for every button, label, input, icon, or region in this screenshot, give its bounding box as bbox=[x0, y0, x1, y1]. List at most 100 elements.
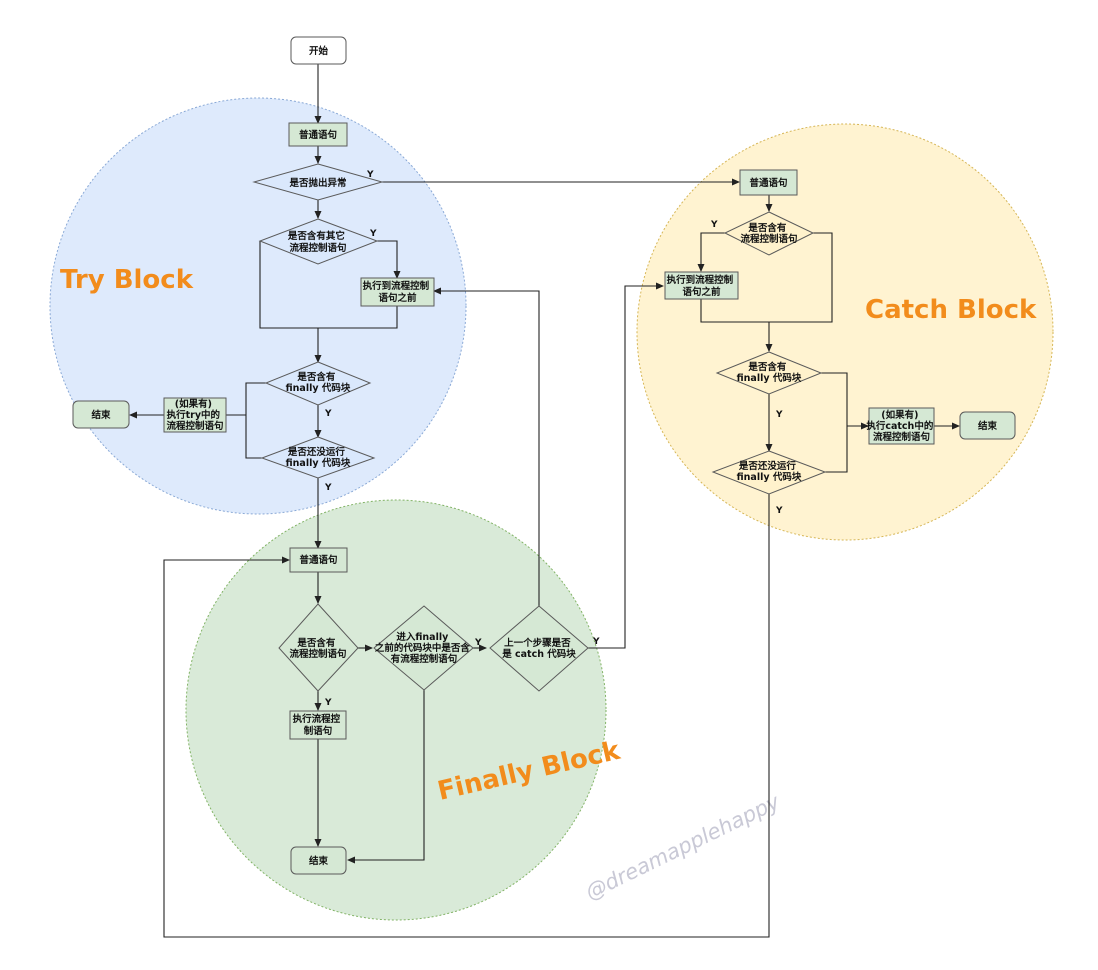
label-y-fin-enter: Y bbox=[474, 638, 482, 648]
try-flow-control-line-2: 流程控制语句 bbox=[289, 242, 346, 254]
label-y-flowq: Y bbox=[369, 229, 377, 239]
catch-if-any-line-2: 执行catch中的 bbox=[866, 420, 933, 432]
try-has-finally-line-1: 是否含有 bbox=[296, 371, 336, 383]
catch-exec-before-line-2: 语句之前 bbox=[682, 286, 721, 298]
try-if-any-line-2: 执行try中的 bbox=[167, 409, 221, 421]
finally-prev-catch-label: 上一个步骤是否 是 catch 代码块 bbox=[501, 637, 576, 660]
edges bbox=[129, 64, 960, 938]
catch-if-any-node bbox=[868, 407, 935, 445]
try-throw-decision bbox=[252, 163, 384, 201]
finally-flow-control-line-1: 是否含有 bbox=[296, 637, 336, 649]
label-y-catch-hasfinally: Y bbox=[775, 410, 783, 420]
catch-if-any-line-1: (如果有) bbox=[881, 409, 918, 421]
try-if-any-node bbox=[163, 397, 227, 433]
finally-enter-line-1: 进入finally bbox=[396, 631, 449, 643]
edge-labels: Y Y Y Y Y Y Y Y Y Y bbox=[324, 170, 783, 708]
edge-flowq-no bbox=[259, 241, 318, 329]
finally-prev-catch-line-1: 上一个步骤是否 bbox=[504, 637, 571, 649]
edge-catch-hasfinally-no bbox=[821, 372, 848, 473]
edge-catch-exec-down bbox=[700, 299, 769, 323]
try-statement-node bbox=[288, 122, 348, 147]
try-exec-before-line-1: 执行到流程控制 bbox=[363, 280, 430, 292]
try-flow-control-label: 是否含有其它 流程控制语句 bbox=[287, 230, 348, 254]
catch-statement-node bbox=[739, 169, 798, 196]
try-has-finally-label: 是否含有 finally 代码块 bbox=[286, 371, 351, 394]
edge-prevcatch-yes-to-catch-exec bbox=[588, 282, 664, 649]
finally-exec-label: 执行流程控 制语句 bbox=[293, 713, 344, 737]
try-if-any-line-1: (如果有) bbox=[175, 398, 212, 410]
try-flow-control-line-1: 是否含有其它 bbox=[287, 230, 345, 242]
try-not-run-finally-line-2: finally 代码块 bbox=[286, 457, 351, 469]
finally-statement-label: 普通语句 bbox=[299, 554, 337, 566]
label-y-notrun: Y bbox=[324, 483, 332, 493]
catch-region bbox=[636, 123, 1054, 541]
try-has-finally-decision bbox=[264, 361, 372, 406]
try-block-title: Try Block bbox=[60, 265, 194, 295]
edge-exec-down bbox=[318, 306, 398, 329]
finally-flow-control-decision bbox=[278, 603, 359, 692]
finally-enter-label: 进入finally 之前的代码块中是否含 有流程控制语句 bbox=[375, 631, 473, 665]
try-if-any-line-3: 流程控制语句 bbox=[166, 420, 223, 432]
catch-statement-label: 普通语句 bbox=[749, 177, 787, 189]
catch-not-run-finally-line-2: finally 代码块 bbox=[737, 471, 802, 483]
nodes: 开始 普通语句 是否抛出异常 是否含有其它 流程控制语句 执行到流程控制 语句之… bbox=[72, 36, 1016, 875]
try-not-run-finally-label: 是否还没运行 finally 代码块 bbox=[286, 446, 351, 469]
catch-end-node bbox=[959, 411, 1016, 440]
try-not-run-finally-decision bbox=[260, 436, 376, 479]
try-end-node bbox=[72, 400, 130, 429]
try-exec-before-label: 执行到流程控制 语句之前 bbox=[363, 280, 433, 304]
finally-exec-node bbox=[289, 710, 347, 740]
catch-not-run-finally-decision bbox=[711, 450, 827, 495]
edge-catch-flowq-yes bbox=[697, 232, 725, 272]
edge-catch-notrun-loop bbox=[163, 494, 770, 938]
try-exec-before-node bbox=[360, 277, 435, 307]
catch-flow-control-label: 是否含有 流程控制语句 bbox=[740, 222, 797, 245]
try-throw-label: 是否抛出异常 bbox=[288, 177, 346, 189]
finally-enter-decision bbox=[373, 605, 474, 691]
label-y-prevcatch: Y bbox=[592, 637, 600, 647]
label-y-throw: Y bbox=[366, 170, 374, 180]
try-exec-before-line-2: 语句之前 bbox=[378, 292, 417, 304]
catch-flow-control-line-1: 是否含有 bbox=[747, 222, 787, 234]
try-flow-control-decision bbox=[258, 218, 379, 265]
catch-exec-before-label: 执行到流程控制 语句之前 bbox=[667, 274, 737, 298]
finally-exec-line-1: 执行流程控 bbox=[293, 713, 341, 725]
start-node bbox=[290, 36, 347, 65]
finally-flow-control-label: 是否含有 流程控制语句 bbox=[289, 637, 346, 660]
finally-prev-catch-decision bbox=[489, 605, 589, 692]
catch-has-finally-line-2: finally 代码块 bbox=[737, 372, 802, 384]
label-y-hasfinally: Y bbox=[324, 409, 332, 419]
catch-flow-control-decision bbox=[723, 211, 815, 256]
catch-has-finally-decision bbox=[715, 351, 823, 395]
catch-block-title: Catch Block bbox=[865, 295, 1037, 325]
finally-enter-line-2: 之前的代码块中是否含 bbox=[375, 642, 471, 654]
finally-statement-node bbox=[289, 547, 348, 573]
edge-fin-enter-no-to-end bbox=[347, 690, 425, 864]
finally-exec-line-2: 制语句 bbox=[304, 725, 333, 737]
catch-end-label: 结束 bbox=[977, 420, 998, 432]
catch-not-run-finally-line-1: 是否还没运行 bbox=[738, 460, 797, 472]
try-end-label: 结束 bbox=[90, 409, 111, 421]
try-region bbox=[49, 97, 467, 515]
edge-flowq-to-exec bbox=[377, 240, 401, 279]
catch-flow-control-line-2: 流程控制语句 bbox=[740, 233, 797, 245]
edge-catch-flowq-no bbox=[769, 232, 833, 323]
finally-end-label: 结束 bbox=[308, 855, 329, 867]
edge-hasfinally-no bbox=[245, 382, 266, 459]
label-y-fin-flowq: Y bbox=[324, 698, 332, 708]
try-statement-label: 普通语句 bbox=[299, 129, 337, 141]
try-has-finally-line-2: finally 代码块 bbox=[286, 382, 351, 394]
catch-exec-before-node bbox=[664, 271, 739, 300]
catch-if-any-line-3: 流程控制语句 bbox=[873, 431, 930, 443]
start-node-label: 开始 bbox=[309, 45, 329, 57]
catch-has-finally-label: 是否含有 finally 代码块 bbox=[737, 361, 802, 384]
catch-has-finally-line-1: 是否含有 bbox=[747, 361, 787, 373]
catch-not-run-finally-label: 是否还没运行 finally 代码块 bbox=[737, 460, 802, 483]
label-y-catch-flowq: Y bbox=[710, 220, 718, 230]
catch-if-any-label: (如果有) 执行catch中的 流程控制语句 bbox=[866, 409, 936, 443]
try-not-run-finally-line-1: 是否还没运行 bbox=[287, 446, 346, 458]
finally-flow-control-line-2: 流程控制语句 bbox=[289, 648, 346, 660]
try-if-any-label: (如果有) 执行try中的 流程控制语句 bbox=[166, 398, 223, 432]
